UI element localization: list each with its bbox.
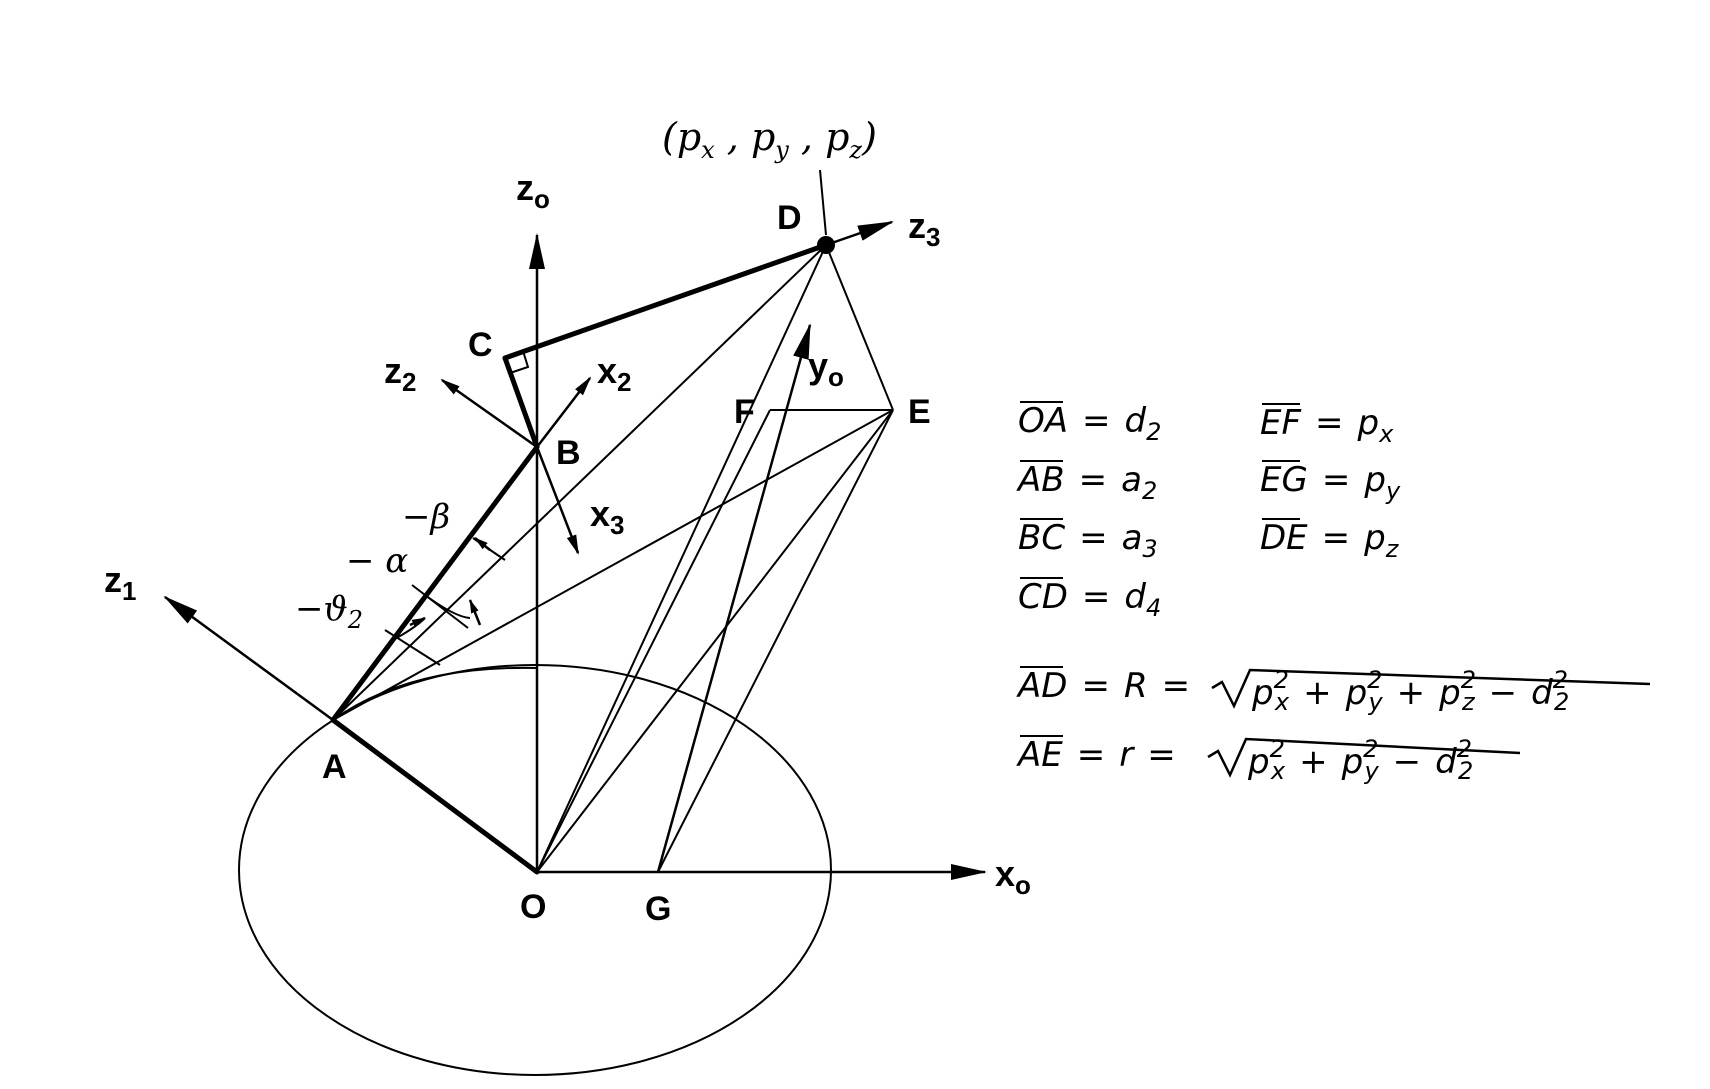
axis-label-z2: z2	[384, 350, 416, 397]
axis-y0-line	[656, 323, 812, 873]
sqrt-sign-AE	[1207, 737, 1521, 778]
svg-text:DE=pz: DE=pz	[1260, 518, 1400, 563]
coordinate-label-pxpypz: (px , py , pz)	[662, 115, 877, 164]
sqrt-sign-AD	[1211, 668, 1651, 709]
axis-x2-line	[536, 376, 592, 448]
svg-text:AD=R=: AD=R=	[1016, 666, 1190, 706]
equation-EG: EG=py	[1260, 460, 1401, 505]
axis-label-x2: x2	[597, 350, 632, 397]
point-label-E: E	[908, 393, 931, 431]
svg-text:CD=d4: CD=d4	[1018, 577, 1161, 622]
angle-arc-alpha	[424, 594, 471, 619]
equation-OA: OA=d2	[1018, 401, 1161, 446]
line-O-D	[536, 244, 827, 873]
line-G-E	[657, 409, 894, 873]
coordinate-leader-line	[819, 169, 827, 236]
angle-arc-alpha-tick	[468, 599, 482, 626]
point-label-D: D	[777, 199, 802, 237]
line-O-F	[536, 409, 771, 873]
point-label-C: C	[468, 326, 493, 364]
axis-label-z3: z3	[908, 205, 940, 252]
line-A-D	[332, 244, 827, 721]
link-A-B	[330, 444, 540, 723]
equation-EF: EF=px	[1260, 403, 1394, 448]
link-B-C	[502, 355, 540, 450]
equation-AB: AB=a2	[1016, 460, 1157, 505]
line-O-E	[536, 409, 894, 873]
svg-text:AE=r=: AE=r=	[1016, 735, 1176, 775]
right-angle-marker-C	[509, 350, 530, 374]
axis-label-x0: xo	[995, 853, 1031, 900]
axis-label-z0: zo	[516, 167, 550, 214]
base-ellipse	[238, 664, 832, 1076]
point-label-O: O	[520, 888, 546, 926]
point-D-dot	[817, 236, 835, 254]
axis-z1-line	[163, 595, 334, 722]
point-label-A: A	[322, 748, 347, 786]
svg-text:p2x+p2y−d22: p2x+p2y−d22	[1247, 735, 1473, 785]
line-A-E	[332, 409, 894, 721]
angle-label-beta: −β	[402, 497, 450, 537]
axis-label-y0: yo	[808, 345, 844, 392]
axis-z3-line	[825, 220, 894, 247]
point-label-B: B	[556, 434, 581, 472]
angle-arc-beta-tick	[474, 537, 491, 551]
svg-text:p2x+p2y+p2z−d22: p2x+p2y+p2z−d22	[1251, 666, 1569, 716]
axis-label-z1: z1	[104, 559, 136, 606]
angle-label-alpha: − α	[346, 541, 408, 581]
angle-arc-theta2-tick	[409, 616, 426, 628]
axis-x3-line	[535, 446, 580, 555]
line-D-E	[825, 244, 894, 411]
svg-text:EG=py: EG=py	[1260, 460, 1401, 505]
svg-text:OA=d2: OA=d2	[1018, 401, 1161, 446]
equation-CD: CD=d4	[1018, 577, 1161, 622]
equation-DE: DE=pz	[1260, 518, 1400, 563]
svg-text:EF=px: EF=px	[1260, 403, 1394, 448]
axis-label-x3: x3	[590, 493, 625, 540]
angle-label-leader-alpha	[411, 584, 469, 629]
angle-label-theta2: −ϑ2	[295, 589, 363, 634]
axis-z2-line	[440, 378, 538, 449]
link-O-A	[330, 717, 540, 875]
point-label-F: F	[734, 393, 755, 431]
svg-text:BC=a3: BC=a3	[1018, 518, 1158, 563]
link-C-D	[502, 242, 829, 361]
angle-label-leader-theta2	[384, 629, 441, 666]
svg-text:AB=a2: AB=a2	[1016, 460, 1157, 505]
equation-BC: BC=a3	[1018, 518, 1158, 563]
point-label-G: G	[645, 890, 671, 928]
arc-A-over-base	[332, 666, 538, 721]
